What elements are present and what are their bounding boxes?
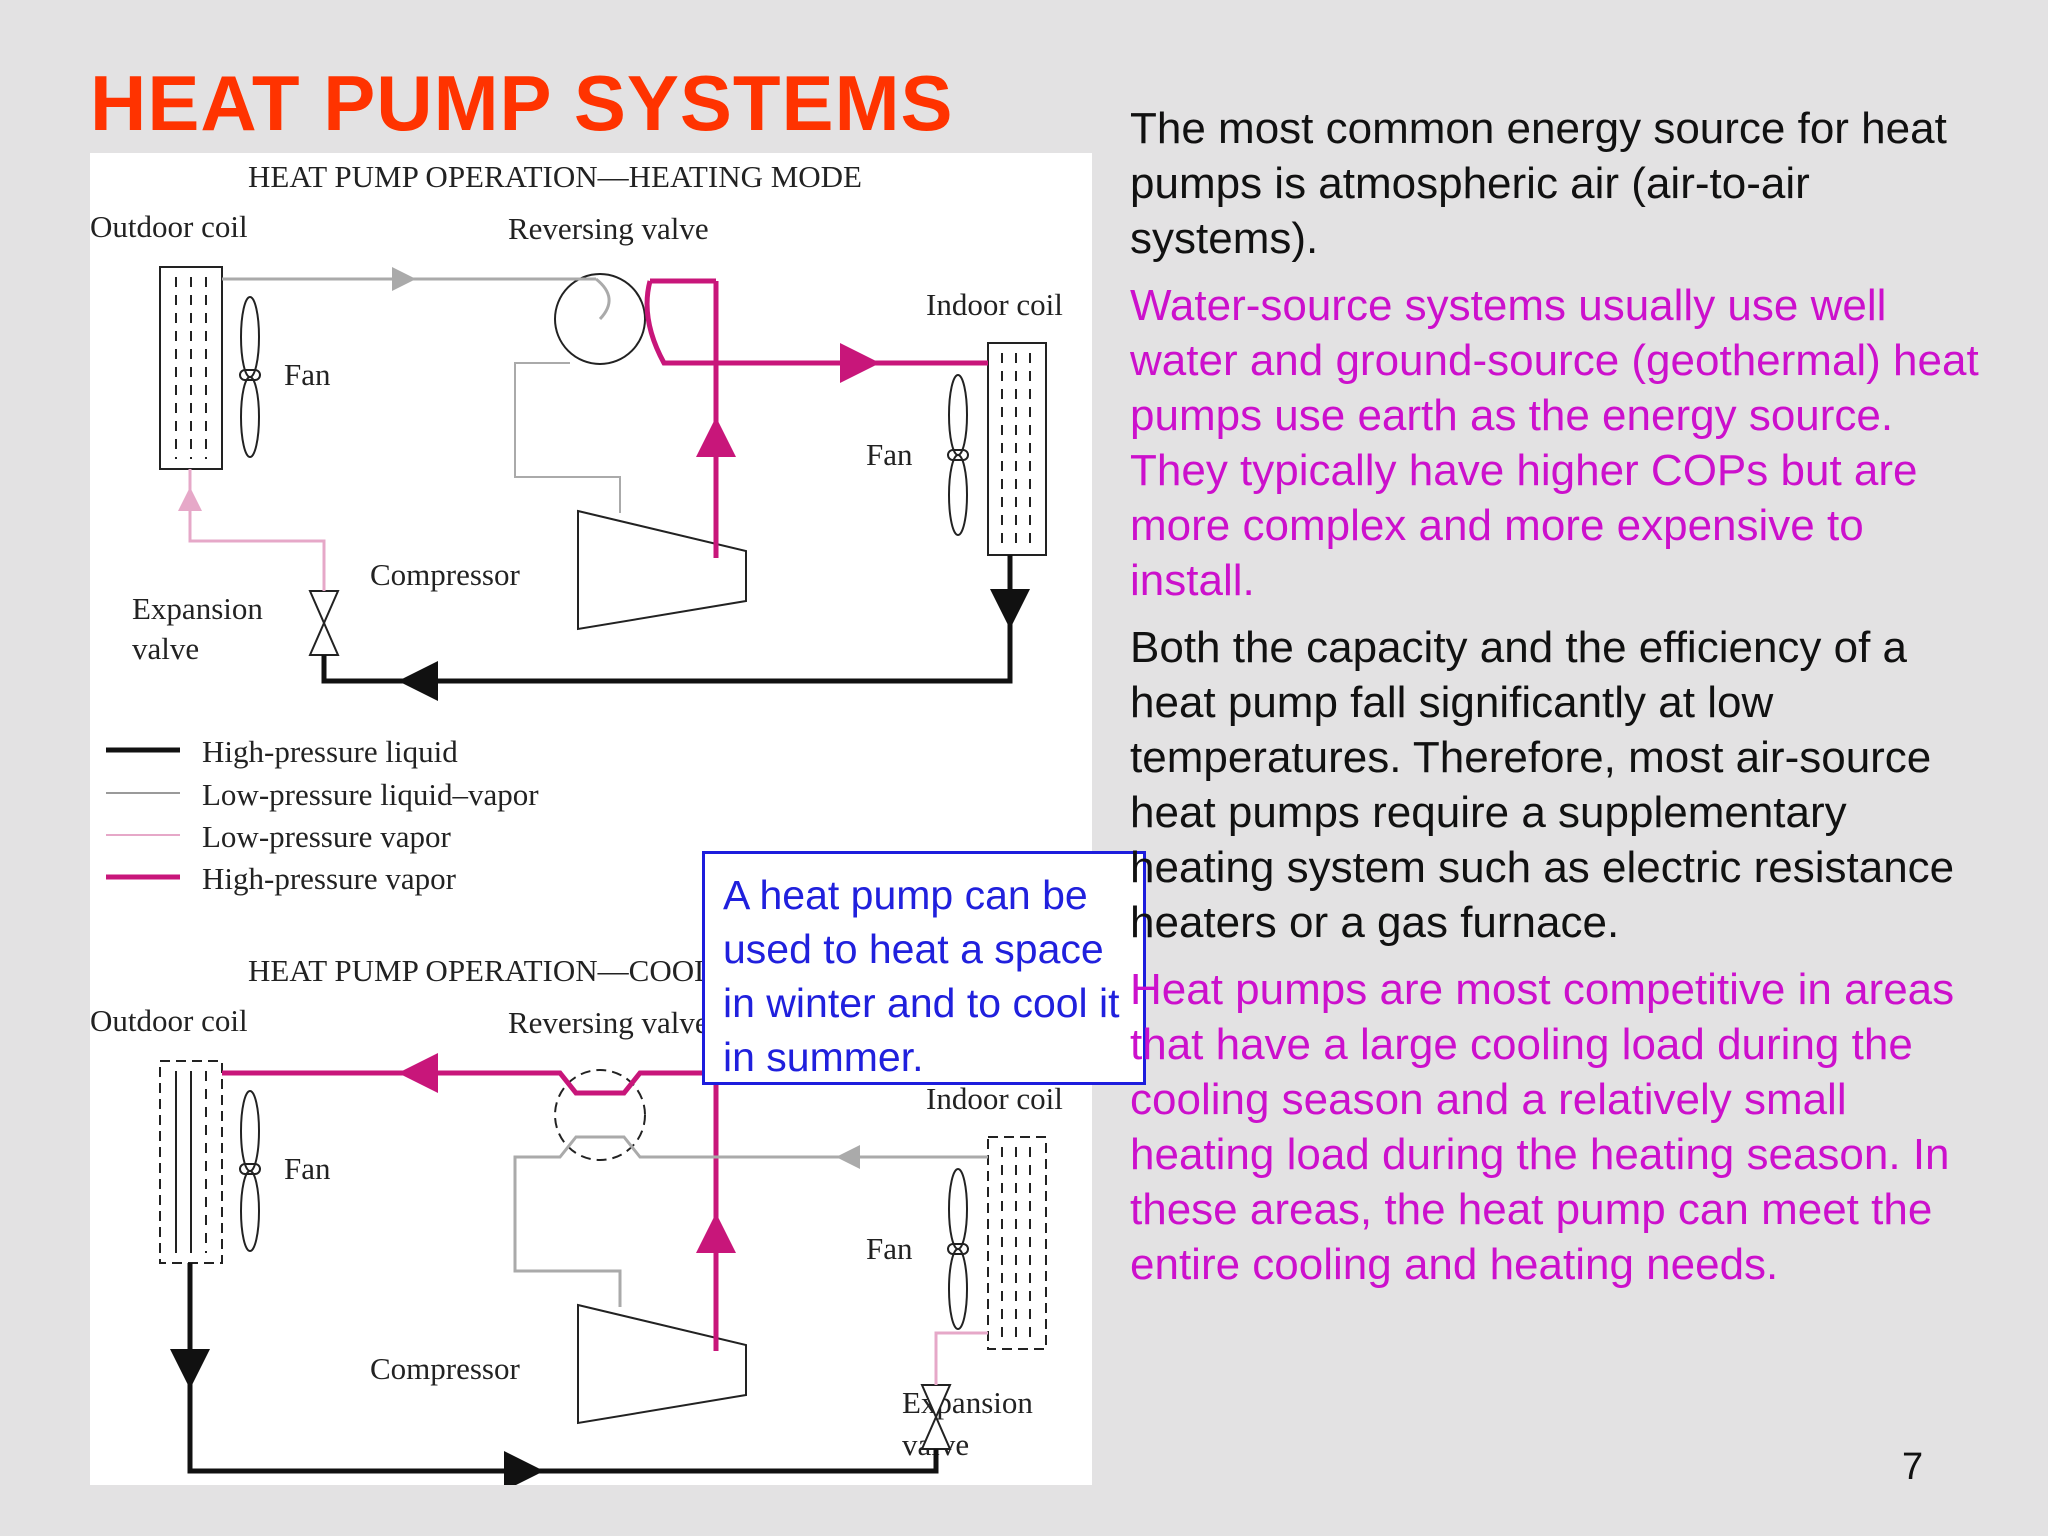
- compressor-icon: [577, 509, 747, 631]
- outdoor-fan-icon: [239, 296, 261, 458]
- indoor-fan-label-cooling: Fan: [866, 1231, 913, 1266]
- legend-label-high-pressure-liquid: High-pressure liquid: [202, 734, 458, 769]
- indoor-coil-label-cooling: Indoor coil: [926, 1081, 1063, 1116]
- indoor-fan-icon-cooling: [947, 1168, 969, 1330]
- paragraph-air-source: The most common energy source for heat p…: [1130, 104, 1947, 263]
- compressor-label: Compressor: [370, 557, 521, 592]
- legend: High-pressure liquid Low-pressure liquid…: [106, 734, 539, 896]
- indoor-coil: [987, 342, 1047, 556]
- legend-label-low-pressure-vapor: Low-pressure vapor: [202, 819, 451, 854]
- indoor-fan-icon: [947, 374, 969, 536]
- expansion-valve-label-cooling: Expansion: [902, 1385, 1033, 1420]
- legend-label-high-pressure-vapor: High-pressure vapor: [202, 861, 457, 896]
- expansion-valve-icon: [308, 590, 340, 656]
- reversing-valve-icon-cooling: [554, 1069, 646, 1161]
- indoor-coil-cooling: [987, 1136, 1047, 1350]
- body-text: The most common energy source for heat p…: [1130, 101, 1980, 1304]
- outdoor-fan-icon-cooling: [239, 1090, 261, 1252]
- outdoor-fan-label-cooling: Fan: [284, 1151, 331, 1186]
- heat-pump-schematic: HEAT PUMP OPERATION—HEATING MODE Outdoor…: [90, 159, 1063, 1485]
- page-number: 7: [1902, 1446, 1924, 1488]
- callout-box: A heat pump can be used to heat a space …: [702, 851, 1146, 1085]
- reversing-valve-icon: [554, 273, 646, 365]
- compressor-icon-cooling: [577, 1303, 747, 1425]
- legend-label-low-pressure-liquid-vapor: Low-pressure liquid–vapor: [202, 777, 539, 812]
- compressor-label-cooling: Compressor: [370, 1351, 521, 1386]
- outdoor-fan-label: Fan: [284, 357, 331, 392]
- heat-pump-diagram: HEAT PUMP OPERATION—HEATING MODE Outdoor…: [90, 153, 1146, 1485]
- outdoor-coil-label-cooling: Outdoor coil: [90, 1003, 248, 1038]
- heating-mode-diagram: HEAT PUMP OPERATION—HEATING MODE Outdoor…: [90, 159, 1063, 701]
- reversing-valve-label-cooling: Reversing valve: [508, 1005, 709, 1040]
- outdoor-coil-label: Outdoor coil: [90, 209, 248, 244]
- expansion-valve-label-2: valve: [132, 631, 199, 666]
- indoor-coil-label: Indoor coil: [926, 287, 1063, 322]
- indoor-fan-label: Fan: [866, 437, 913, 472]
- paragraph-competitive-areas: Heat pumps are most competitive in areas…: [1130, 965, 1955, 1289]
- paragraph-water-ground-source: Water-source systems usually use well wa…: [1130, 281, 1979, 605]
- reversing-valve-label: Reversing valve: [508, 211, 709, 246]
- expansion-valve-label: Expansion: [132, 591, 263, 626]
- slide-title: HEAT PUMP SYSTEMS: [90, 59, 954, 147]
- paragraph-low-temperature: Both the capacity and the efficiency of …: [1130, 623, 1955, 947]
- heating-mode-title: HEAT PUMP OPERATION—HEATING MODE: [248, 159, 862, 194]
